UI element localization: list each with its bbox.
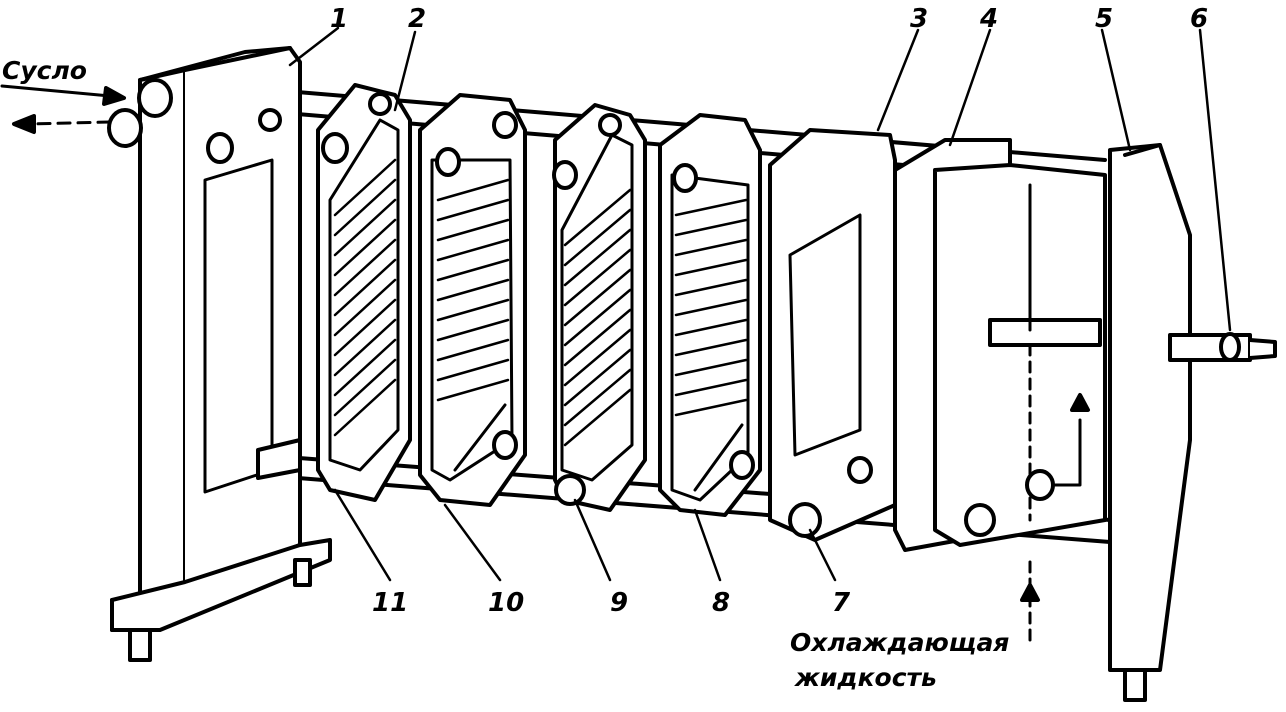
- coolant-label-line2: жидкость: [795, 663, 937, 692]
- callout-7: 7: [832, 588, 851, 618]
- wort-label: Сусло: [2, 56, 87, 85]
- callout-9: 9: [610, 588, 629, 618]
- callout-2: 2: [408, 4, 427, 34]
- heat-exchange-plate-1: [316, 83, 412, 502]
- coolant-label-line1: Охлаждающая: [790, 628, 1010, 657]
- fixed-frame-plate: [107, 46, 332, 662]
- callout-3: 3: [910, 4, 929, 34]
- pressure-plate: [893, 138, 1107, 552]
- heat-exchange-plate-2: [418, 93, 527, 507]
- heat-exchange-plate-3: [552, 103, 647, 512]
- coolant-inlet-arrow: [1020, 553, 1040, 642]
- callout-1: 1: [330, 4, 349, 34]
- wort-inlet-arrow: [0, 84, 126, 106]
- rear-support-column: [1108, 143, 1192, 702]
- callout-4: 4: [980, 4, 999, 34]
- callout-leaders: [288, 26, 1232, 582]
- end-plate: [768, 128, 897, 542]
- tightening-screw: [1168, 332, 1277, 362]
- callout-8: 8: [712, 588, 731, 618]
- callout-10: 10: [488, 588, 525, 618]
- wort-outlet-arrow: [12, 114, 112, 134]
- callout-6: 6: [1190, 4, 1209, 34]
- callout-11: 11: [372, 588, 409, 618]
- heat-exchange-plate-4: [658, 113, 762, 517]
- callout-5: 5: [1095, 4, 1114, 34]
